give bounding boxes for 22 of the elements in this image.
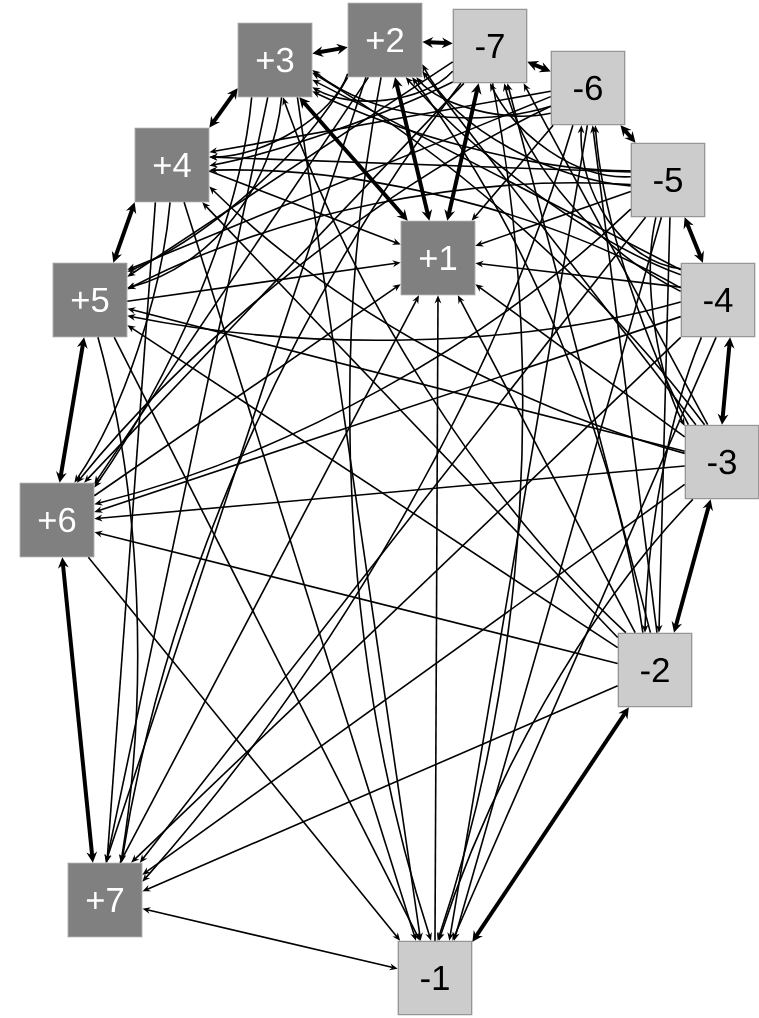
node-box: -5 bbox=[630, 142, 706, 218]
node-box: +1 bbox=[400, 220, 476, 296]
node-box: -2 bbox=[617, 632, 693, 708]
node-box: -7 bbox=[452, 8, 528, 84]
arrow bbox=[84, 82, 465, 483]
node-box: -3 bbox=[684, 424, 759, 500]
arrow bbox=[142, 124, 574, 882]
node-box: +2 bbox=[347, 2, 423, 78]
arrow bbox=[299, 97, 408, 221]
node-box: +4 bbox=[134, 127, 210, 203]
node-box: -1 bbox=[397, 940, 473, 1016]
node-box: -6 bbox=[550, 50, 626, 126]
node-box: -4 bbox=[680, 262, 756, 338]
node-box: +6 bbox=[19, 482, 95, 558]
arrow bbox=[131, 336, 682, 863]
arrow bbox=[94, 76, 370, 484]
node-box: +5 bbox=[52, 262, 128, 338]
node-box: +7 bbox=[67, 862, 143, 938]
arrow bbox=[202, 202, 619, 639]
node-box: +3 bbox=[237, 22, 313, 98]
arrow bbox=[649, 216, 685, 426]
arrow bbox=[620, 125, 636, 143]
